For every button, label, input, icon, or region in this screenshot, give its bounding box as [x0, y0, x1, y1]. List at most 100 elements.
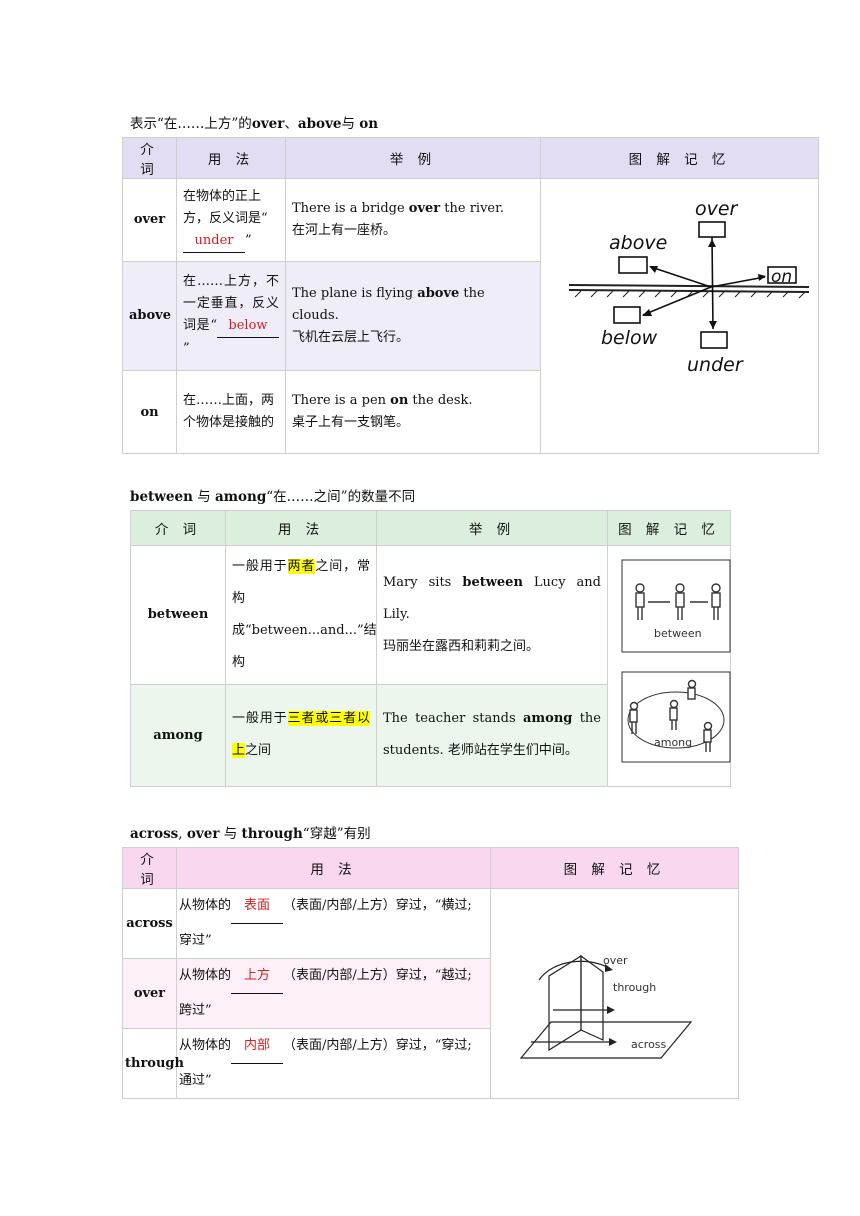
- usage-text: ”: [245, 233, 252, 249]
- prep-cell: on: [122, 370, 177, 454]
- example-cell: The plane is flying above the clouds.飞机在…: [285, 260, 541, 372]
- diagram-label-over: over: [603, 954, 628, 967]
- table-row: over 在物体的正上方，反义词是“under” There is a brid…: [122, 178, 819, 454]
- usage-text: 在物体的正上方，反义词是“: [183, 189, 268, 227]
- example-translation: 桌子上有一支钢笔。: [292, 415, 410, 431]
- example-text: The teacher stands: [383, 711, 523, 727]
- answer-blank: 表面: [231, 889, 284, 924]
- over-above-on-table: 介 词 用 法 举 例 图 解 记 忆 over 在物体的正上方，反义词是“un…: [122, 137, 819, 454]
- usage-cell: 一般用于三者或三者以上之间: [225, 683, 377, 788]
- prep-cell: among: [130, 683, 226, 788]
- usage-text: 从物体的: [179, 898, 232, 913]
- heading-word: among: [214, 489, 267, 505]
- section3-heading: across, over 与 through“穿越”有别: [130, 822, 371, 842]
- ground-plane: [519, 1020, 693, 1059]
- diagram-label-above: above: [609, 232, 667, 254]
- example-cell: Mary sits between Lucy and Lily.玛丽坐在露西和莉…: [376, 545, 608, 685]
- diagram-cell: over through across: [490, 888, 739, 1099]
- diagram-cell: between among: [607, 545, 731, 787]
- heading-word: on: [359, 116, 379, 132]
- diagram-label-under: under: [687, 354, 744, 376]
- under-box: [700, 331, 728, 349]
- header-prep: 介 词: [122, 137, 177, 179]
- example-keyword: among: [522, 711, 573, 727]
- over-arc: [538, 960, 610, 980]
- header-usage: 用 法: [225, 510, 377, 546]
- heading-text: ,: [178, 826, 187, 842]
- table-row: across 从物体的表面（表面/内部/上方）穿过，“横过;穿过”: [122, 888, 739, 1099]
- example-text: the students.: [383, 711, 601, 759]
- across-over-through-table: 介 词 用 法 图 解 记 忆 across 从物体的表面（表面/内部/上方）穿…: [122, 847, 739, 1099]
- table-row: above 在……上方，不一定垂直，反义词是“below” The plane …: [122, 260, 819, 372]
- wall-side: [580, 954, 604, 1041]
- usage-cell: 在……上方，不一定垂直，反义词是“below”: [176, 260, 286, 372]
- usage-cell: 在……上面，两个物体是接触的: [176, 370, 286, 454]
- example-text: the clouds.: [292, 285, 485, 323]
- example-text: There is a bridge: [292, 200, 409, 216]
- among-label: among: [654, 736, 692, 749]
- usage-cell: 在物体的正上方，反义词是“under”: [176, 178, 286, 262]
- usage-text: 从物体的: [179, 968, 232, 983]
- example-keyword: on: [390, 393, 409, 409]
- between-label: between: [654, 627, 702, 640]
- example-cell: There is a pen on the desk.桌子上有一支钢笔。: [285, 370, 541, 454]
- header-usage: 用 法: [176, 847, 491, 889]
- table-row: among 一般用于三者或三者以上之间 The teacher stands a…: [130, 683, 731, 788]
- heading-word: through: [241, 826, 303, 842]
- heading-text: 与: [223, 826, 238, 842]
- usage-text: 之间: [245, 743, 272, 759]
- prep-cell: over: [122, 958, 177, 1029]
- diagram-cell: over above on below under: [540, 178, 819, 454]
- between-frame: [621, 559, 731, 653]
- header-diagram: 图 解 记 忆: [607, 510, 731, 546]
- among-frame: [621, 671, 731, 763]
- usage-cell: 从物体的内部（表面/内部/上方）穿过，“穿过;通过”: [176, 1028, 491, 1099]
- heading-word: over: [251, 116, 285, 132]
- example-translation: 在河上有一座桥。: [292, 222, 397, 238]
- header-diagram: 图 解 记 忆: [540, 137, 819, 179]
- on-box: [767, 266, 797, 284]
- usage-cell: 从物体的上方（表面/内部/上方）穿过，“越过;跨过”: [176, 958, 491, 1029]
- header-usage: 用 法: [176, 137, 286, 179]
- usage-text: 从物体的: [179, 1038, 232, 1053]
- example-keyword: over: [408, 200, 441, 216]
- example-text: the river.: [440, 200, 505, 216]
- example-text: There is a pen: [292, 393, 391, 409]
- usage-text: 一般用于: [232, 711, 288, 727]
- prep-cell: through: [122, 1028, 184, 1099]
- between-people: [635, 583, 721, 620]
- usage-cell: 从物体的表面（表面/内部/上方）穿过，“横过;穿过”: [176, 888, 491, 959]
- between-among-table: 介 词 用 法 举 例 图 解 记 忆 between 一般用于两者之间，常构成…: [130, 510, 731, 788]
- section2-heading: between 与 among“在……之间”的数量不同: [130, 485, 415, 505]
- example-translation: 玛丽坐在露西和莉莉之间。: [383, 638, 540, 654]
- heading-text: “在……之间”的数量不同: [266, 489, 416, 505]
- among-people: [629, 679, 713, 752]
- example-cell: There is a bridge over the river. 在河上有一座桥…: [285, 178, 541, 262]
- prep-cell: across: [122, 888, 177, 959]
- example-text: Lucy and Lily.: [383, 574, 602, 622]
- usage-text: （表面/内部/上方）穿过，“横过;穿过”: [179, 898, 472, 948]
- header-example: 举 例: [376, 510, 608, 546]
- above-box: [618, 256, 648, 274]
- wall-front: [548, 954, 582, 1051]
- table-row: on 在……上面，两个物体是接触的 There is a pen on the …: [122, 370, 819, 454]
- between-among-diagram: between among: [621, 559, 731, 763]
- table-row: between 一般用于两者之间，常构成“between...and...”结构…: [130, 545, 731, 787]
- diagram-label-through: through: [613, 981, 656, 994]
- example-text: Mary sits: [383, 574, 463, 590]
- prep-cell: between: [130, 545, 226, 685]
- diagram-label-on: on: [771, 267, 792, 287]
- usage-text: （表面/内部/上方）穿过，“穿过;通过”: [179, 1038, 472, 1088]
- example-keyword: above: [417, 285, 460, 301]
- diagram-label-across: across: [631, 1038, 667, 1051]
- table-row: over 从物体的上方（表面/内部/上方）穿过，“越过;跨过”: [122, 958, 739, 1029]
- example-text: The plane is flying: [292, 285, 418, 301]
- over-box: [698, 221, 726, 238]
- answer-blank: 上方: [231, 959, 284, 994]
- heading-text: 与: [197, 489, 211, 505]
- answer-blank: below: [217, 315, 279, 339]
- below-box: [613, 306, 641, 324]
- usage-text: 一般用于: [232, 558, 288, 574]
- example-translation: 老师站在学生们中间。: [443, 743, 578, 759]
- diagram-label-over: over: [695, 198, 739, 220]
